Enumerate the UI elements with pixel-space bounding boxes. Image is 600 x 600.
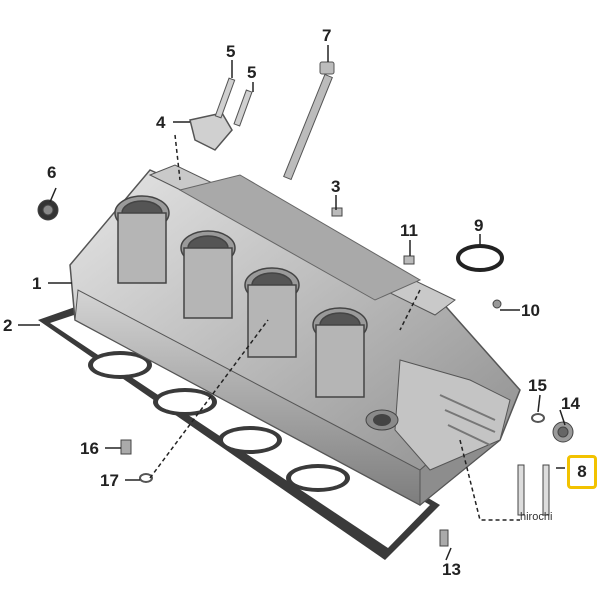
callout-5b: 5 xyxy=(247,63,257,82)
callout-16: 16 xyxy=(80,439,99,458)
callout-8-highlighted: 8 xyxy=(567,455,597,489)
intake-ports xyxy=(114,195,368,398)
callout-9: 9 xyxy=(474,216,484,235)
callout-15: 15 xyxy=(528,376,547,395)
callout-2: 2 xyxy=(3,316,13,335)
callout-14: 14 xyxy=(561,394,580,413)
long-bolt xyxy=(283,61,335,181)
watermark: hirochi xyxy=(520,511,553,523)
bracket-and-bolts xyxy=(189,77,253,151)
callout-11: 11 xyxy=(400,221,418,240)
callout-13: 13 xyxy=(442,560,461,579)
callout-6: 6 xyxy=(47,163,57,182)
callout-3: 3 xyxy=(331,177,341,196)
callout-17: 17 xyxy=(100,471,119,490)
callout-4: 4 xyxy=(156,113,166,132)
callout-1: 1 xyxy=(32,274,42,293)
timing-side-cover xyxy=(365,359,511,471)
callout-7: 7 xyxy=(322,26,332,45)
leader-lines xyxy=(18,45,566,561)
small-parts xyxy=(37,199,574,547)
callout-5a: 5 xyxy=(226,42,236,61)
callout-10: 10 xyxy=(521,301,540,320)
